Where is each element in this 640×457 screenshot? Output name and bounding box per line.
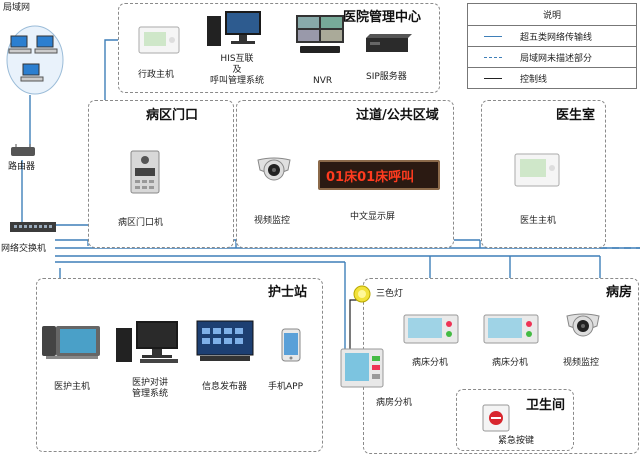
room-extension-icon	[340, 348, 384, 388]
legend-header-row: 说明	[468, 4, 636, 25]
emergency-button-icon	[482, 404, 510, 432]
emergency-button-label: 紧急按键	[498, 436, 535, 446]
legend-row: 超五类网络传输线	[468, 25, 636, 47]
corridor-title: 过道/公共区域	[356, 108, 439, 123]
ward-camera-icon	[566, 313, 600, 337]
led-display-label: 中文显示屏	[350, 212, 396, 222]
entrance-door-station-icon	[130, 150, 160, 194]
legend-solid-blue-line	[484, 36, 502, 37]
nurse-host-icon	[42, 326, 100, 359]
legend-row: 控制线	[468, 67, 636, 89]
nurse-host-label: 医护主机	[54, 382, 91, 392]
his-computer-icon	[207, 11, 261, 46]
ward-camera-label: 视频监控	[563, 358, 600, 368]
nurse-station-title: 护士站	[268, 285, 308, 300]
doctor-host-icon	[514, 153, 560, 187]
router-label: 路由器	[8, 162, 36, 172]
led-display-icon: 01床01床呼叫	[318, 160, 440, 190]
bed-extension-icon	[403, 314, 459, 344]
bathroom-group	[456, 389, 574, 451]
switch-label: 网络交换机	[1, 244, 47, 254]
ward-title: 病房	[606, 285, 633, 300]
lan-label: 局域网	[3, 3, 31, 13]
mobile-app-icon	[281, 328, 301, 362]
legend-label: 局域网未描述部分	[520, 54, 593, 64]
doctor-host-label: 医生主机	[520, 216, 557, 226]
mobile-app-label: 手机APP	[268, 382, 304, 392]
info-publisher-label: 信息发布器	[202, 382, 248, 392]
nurse-mgmt-label: 医护对讲 管理系统	[131, 378, 168, 399]
router-icon	[11, 144, 35, 156]
legend-row: 局域网未描述部分	[468, 46, 636, 68]
lan-computers-icon	[6, 25, 64, 95]
admin-host-icon	[138, 26, 180, 54]
legend-label: 超五类网络传输线	[520, 33, 593, 43]
nvr-icon	[296, 15, 344, 53]
legend-label: 控制线	[520, 75, 548, 85]
admin-host-label: 行政主机	[138, 70, 175, 80]
ward-entrance-group	[88, 100, 234, 248]
his-label: HIS互联 及 呼叫管理系统	[209, 54, 264, 86]
info-publisher-icon	[196, 320, 254, 361]
corridor-camera-label: 视频监控	[254, 216, 291, 226]
legend-solid-black-line	[484, 78, 502, 79]
bathroom-title: 卫生间	[526, 398, 566, 413]
led-display-text: 01床01床呼叫	[326, 170, 415, 185]
room-extension-label: 病房分机	[376, 398, 413, 408]
nvr-label: NVR	[313, 76, 333, 86]
legend-header: 说明	[542, 11, 561, 21]
tricolor-lamp-label: 三色灯	[376, 289, 404, 299]
network-switch-icon	[10, 222, 56, 232]
legend-dashed-blue-line	[484, 57, 502, 58]
nurse-mgmt-computer-icon	[116, 321, 178, 363]
bed-extension-label: 病床分机	[492, 358, 529, 368]
ward-entrance-title: 病区门口	[146, 108, 199, 123]
doctor-room-title: 医生室	[556, 108, 596, 123]
bed-extension-icon	[483, 314, 539, 344]
nurse-station-group	[36, 278, 323, 452]
sip-server-label: SIP服务器	[366, 72, 407, 82]
entrance-station-label: 病区门口机	[118, 218, 164, 228]
hospital-mgmt-title: 医院管理中心	[343, 10, 422, 25]
bed-extension-label: 病床分机	[412, 358, 449, 368]
sip-server-icon	[366, 34, 412, 52]
corridor-camera-icon	[257, 157, 291, 181]
legend: 说明 超五类网络传输线 局域网未描述部分 控制线	[467, 3, 637, 89]
tricolor-lamp-icon	[353, 285, 371, 303]
